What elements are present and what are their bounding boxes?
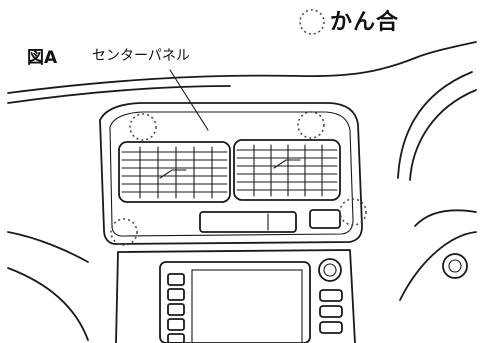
right-side-contour (414, 41, 477, 59)
right-vent (233, 139, 341, 201)
dashboard-top-edge-lower (7, 85, 231, 104)
volume-knob (318, 258, 342, 282)
center-panel-outline (99, 102, 363, 245)
dashboard-top-edge (7, 57, 416, 94)
right-side-lower (414, 209, 477, 227)
switch-button (309, 209, 341, 229)
left-vent-louvers (121, 146, 228, 199)
left-side-contour-2 (7, 267, 89, 341)
volume-knob-center (323, 263, 337, 277)
display-screen (191, 269, 303, 343)
right-vent-louvers (236, 144, 338, 197)
center-display-slot (199, 211, 297, 233)
left-side-contour (7, 231, 89, 263)
center-panel-inner-outline (109, 111, 354, 237)
lower-panel-outline (115, 249, 356, 343)
side-buttons (167, 273, 185, 343)
figure-label: 図A (27, 48, 58, 68)
clip-marker-top-left (129, 113, 157, 141)
right-knob (442, 253, 468, 279)
left-vent (118, 141, 231, 203)
clip-marker-top-right (297, 111, 325, 139)
right-side-buttons (319, 289, 343, 334)
right-knob-center (448, 259, 462, 273)
clip-marker-bottom-right (339, 198, 367, 226)
clip-marker-bottom-left (110, 218, 138, 246)
display-screen-bezel (159, 261, 311, 343)
legend-text: かん合 (330, 10, 400, 35)
right-side-panel-inner (409, 89, 477, 181)
right-side-panel (397, 71, 473, 179)
leader-line (169, 69, 209, 131)
part-label: センターパネル (92, 48, 190, 64)
right-side-lower-2 (399, 231, 477, 301)
legend-dotted-circle-icon (299, 9, 325, 35)
